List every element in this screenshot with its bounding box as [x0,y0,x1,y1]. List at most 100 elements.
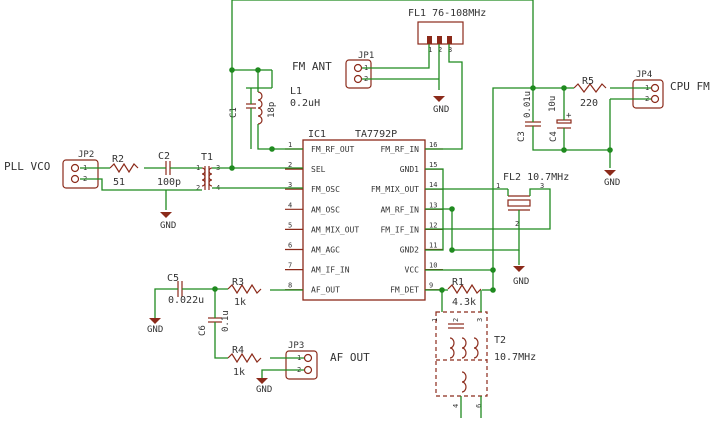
r1-label: R1 [452,277,464,288]
gnd-cpu: GND [604,170,620,188]
l1-inductor: L1 0.2uH [257,86,320,125]
ic1-pin-name: AM_RF_IN [380,205,419,214]
ic1-pin-name: GND2 [400,246,419,255]
r4-resistor: R4 1k [227,345,262,378]
t2-value: 10.7MHz [494,352,536,363]
ic1-pin-num: 12 [429,221,437,229]
ic1-pin-num: 2 [288,161,292,169]
gnd-pll: GND [160,212,176,231]
ic1-pin-num: 14 [429,181,437,189]
t2-pin-4: 4 [452,404,460,408]
ic1-pin-num: 16 [429,141,437,149]
ic1-pin-num: 6 [288,242,292,250]
fl2-pin-2: 2 [515,220,519,228]
c3-value: 0.01u [523,91,533,118]
c1-label: C1 [229,107,239,118]
t2-pin-3: 3 [476,318,484,322]
ic1-pin-name: GND1 [400,165,419,174]
t1-label: T1 [201,152,213,163]
t2-transformer: T2 10.7MHz 1 2 3 4 6 [431,311,536,408]
ic1-pin-name: AM_IF_IN [311,266,350,275]
svg-text:GND: GND [604,178,620,188]
jp2-connector: JP2 PLL VCO 1 2 [4,150,99,189]
t1-pin-2: 2 [196,184,200,192]
ic1-pin-num: 4 [288,201,292,209]
r3-value: 1k [234,297,246,308]
gnd-fl1: GND [433,96,449,115]
fl2-pin-3: 3 [540,182,544,190]
ic1-pin-name: AM_MIX_OUT [311,225,359,234]
fl1-pin-1: 1 [428,46,432,54]
fm-ant-label: FM ANT [292,60,332,73]
c3-label: C3 [517,131,527,142]
jp1-label: JP1 [358,51,374,61]
gnd-c5: GND [147,318,163,335]
ic1-pin-name: VCC [405,266,420,275]
c4-value: 10u [548,96,558,112]
r3-resistor: R3 1k [227,277,262,308]
fl2-label: FL2 10.7MHz [503,172,569,183]
fl2-filter: FL2 10.7MHz 1 2 3 [496,172,569,228]
ic1-pin-num: 8 [288,282,292,290]
ic1-pin-name: SEL [311,165,326,174]
r3-label: R3 [232,277,244,288]
ic1-pin-num: 11 [429,242,437,250]
t2-pin-1: 1 [431,318,439,322]
ic1-pin-name: FM_IF_IN [380,225,419,234]
ic1-pin-num: 13 [429,201,437,209]
c3-capacitor: C3 0.01u [517,91,541,142]
jp4-connector: JP4 CPU FM 1 2 [632,70,710,109]
c5-label: C5 [167,273,179,284]
af-out-label: AF OUT [330,351,370,364]
c4-plus: + [566,111,572,121]
junctions [212,67,613,293]
r1-resistor: R1 4.3k [447,277,482,308]
ic1-pin-num: 1 [288,141,292,149]
fl1-pin-3: 3 [448,46,452,54]
ic1-pin-num: 7 [288,262,292,270]
r5-label: R5 [582,76,594,87]
ic1-pin-name: AM_OSC [311,205,340,214]
r5-resistor: R5 220 [573,76,607,109]
svg-text:GND: GND [256,385,272,395]
c6-label: C6 [198,325,208,336]
svg-text:GND: GND [160,221,176,231]
wires [80,0,651,418]
jp3-connector: JP3 AF OUT 1 2 [285,341,370,380]
ic1-pin-num: 9 [429,282,433,290]
ic1-pin-name: FM_OSC [311,185,340,194]
l1-value: 0.2uH [290,98,320,109]
r2-value: 51 [113,177,125,188]
ic1-pin-num: 3 [288,181,292,189]
gnd-jp3: GND [256,378,272,395]
l1-label: L1 [290,86,302,97]
r2-resistor: R2 51 [109,154,139,188]
svg-text:GND: GND [513,277,529,287]
c4-label: C4 [549,131,559,142]
jp3-label: JP3 [288,341,304,351]
c2-capacitor: C2 100p [157,151,181,188]
fl2-pin-1: 1 [496,182,500,190]
t1-transformer: T1 1 2 3 4 [196,152,220,192]
fl1-filter: FL1 76-108MHz 1 2 3 [408,8,486,54]
ic1-pin-name: FM_MIX_OUT [371,185,419,194]
gnd-fl2: GND [513,266,529,287]
pll-vco-label: PLL VCO [4,160,50,173]
jp4-label: JP4 [636,70,652,80]
ic1-pin-name: AF_OUT [311,286,340,295]
r4-value: 1k [233,367,245,378]
c4-capacitor: C4 10u + [548,96,572,142]
svg-text:GND: GND [147,325,163,335]
fl1-label: FL1 76-108MHz [408,8,486,19]
c2-label: C2 [158,151,170,162]
ic1-pin-name: FM_RF_IN [380,145,419,154]
jp1-connector: JP1 FM ANT 1 2 [292,51,374,89]
ic1-pin-name: FM_DET [390,286,419,295]
jp2-label: JP2 [78,150,94,160]
ic1-ref: IC1 [308,129,326,140]
t2-label: T2 [494,335,506,346]
ic1-pin-name: AM_AGC [311,246,340,255]
